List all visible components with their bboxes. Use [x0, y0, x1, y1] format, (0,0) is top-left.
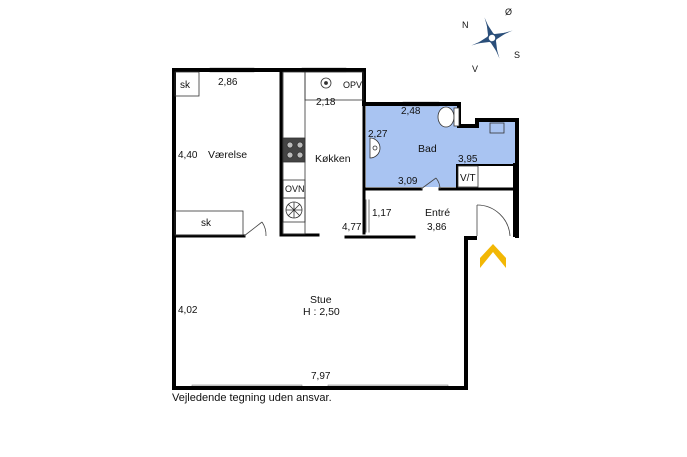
dim-koekken-width: 2,18: [316, 97, 336, 108]
dim-stue-depth: 4,02: [178, 305, 198, 316]
ovn-label: OVN: [285, 184, 305, 194]
opv-label: OPV: [343, 80, 362, 90]
dim-bad-width: 2,48: [401, 106, 421, 117]
room-vaerelse: Værelse: [208, 149, 247, 161]
dim-entre-width: 3,86: [427, 222, 447, 233]
dim-koekken-depth: 4,77: [342, 222, 362, 233]
room-entre: Entré: [425, 207, 450, 219]
sink-icon: [320, 77, 332, 89]
room-stue: Stue: [310, 294, 332, 306]
walls: [172, 68, 519, 390]
room-koekken: Køkken: [315, 153, 351, 165]
dim-bad-side: 3,95: [458, 154, 478, 165]
stue-height: H : 2,50: [303, 306, 340, 318]
sk-top-label: sk: [180, 80, 191, 91]
door-swings: [243, 177, 511, 237]
stove-burner-icon: [286, 141, 294, 149]
compass-icon: [471, 17, 513, 59]
dim-vaerelse-width: 2,86: [218, 77, 238, 88]
dim-entre-depth: 1,17: [372, 208, 392, 219]
vt-label: V/T: [460, 173, 476, 184]
dim-vaerelse-depth: 4,40: [178, 150, 198, 161]
dim-stue-width: 7,97: [311, 371, 331, 382]
sk-bottom-label: sk: [201, 218, 212, 229]
entry-arrow-icon: [480, 244, 506, 268]
kitchen-fixtures: [282, 71, 364, 235]
compass-v: V: [472, 64, 478, 74]
wardrobes: [174, 71, 244, 236]
compass-n: N: [462, 20, 469, 30]
compass-o: Ø: [505, 7, 512, 17]
compass-s: S: [514, 50, 520, 60]
disclaimer-text: Vejledende tegning uden ansvar.: [172, 392, 332, 404]
toilet-icon: [437, 106, 455, 128]
dim-bad-depth: 2,27: [368, 129, 388, 140]
bathroom-fixtures: [369, 106, 505, 188]
dim-bad-bottom: 3,09: [398, 176, 418, 187]
room-bad: Bad: [418, 143, 437, 155]
